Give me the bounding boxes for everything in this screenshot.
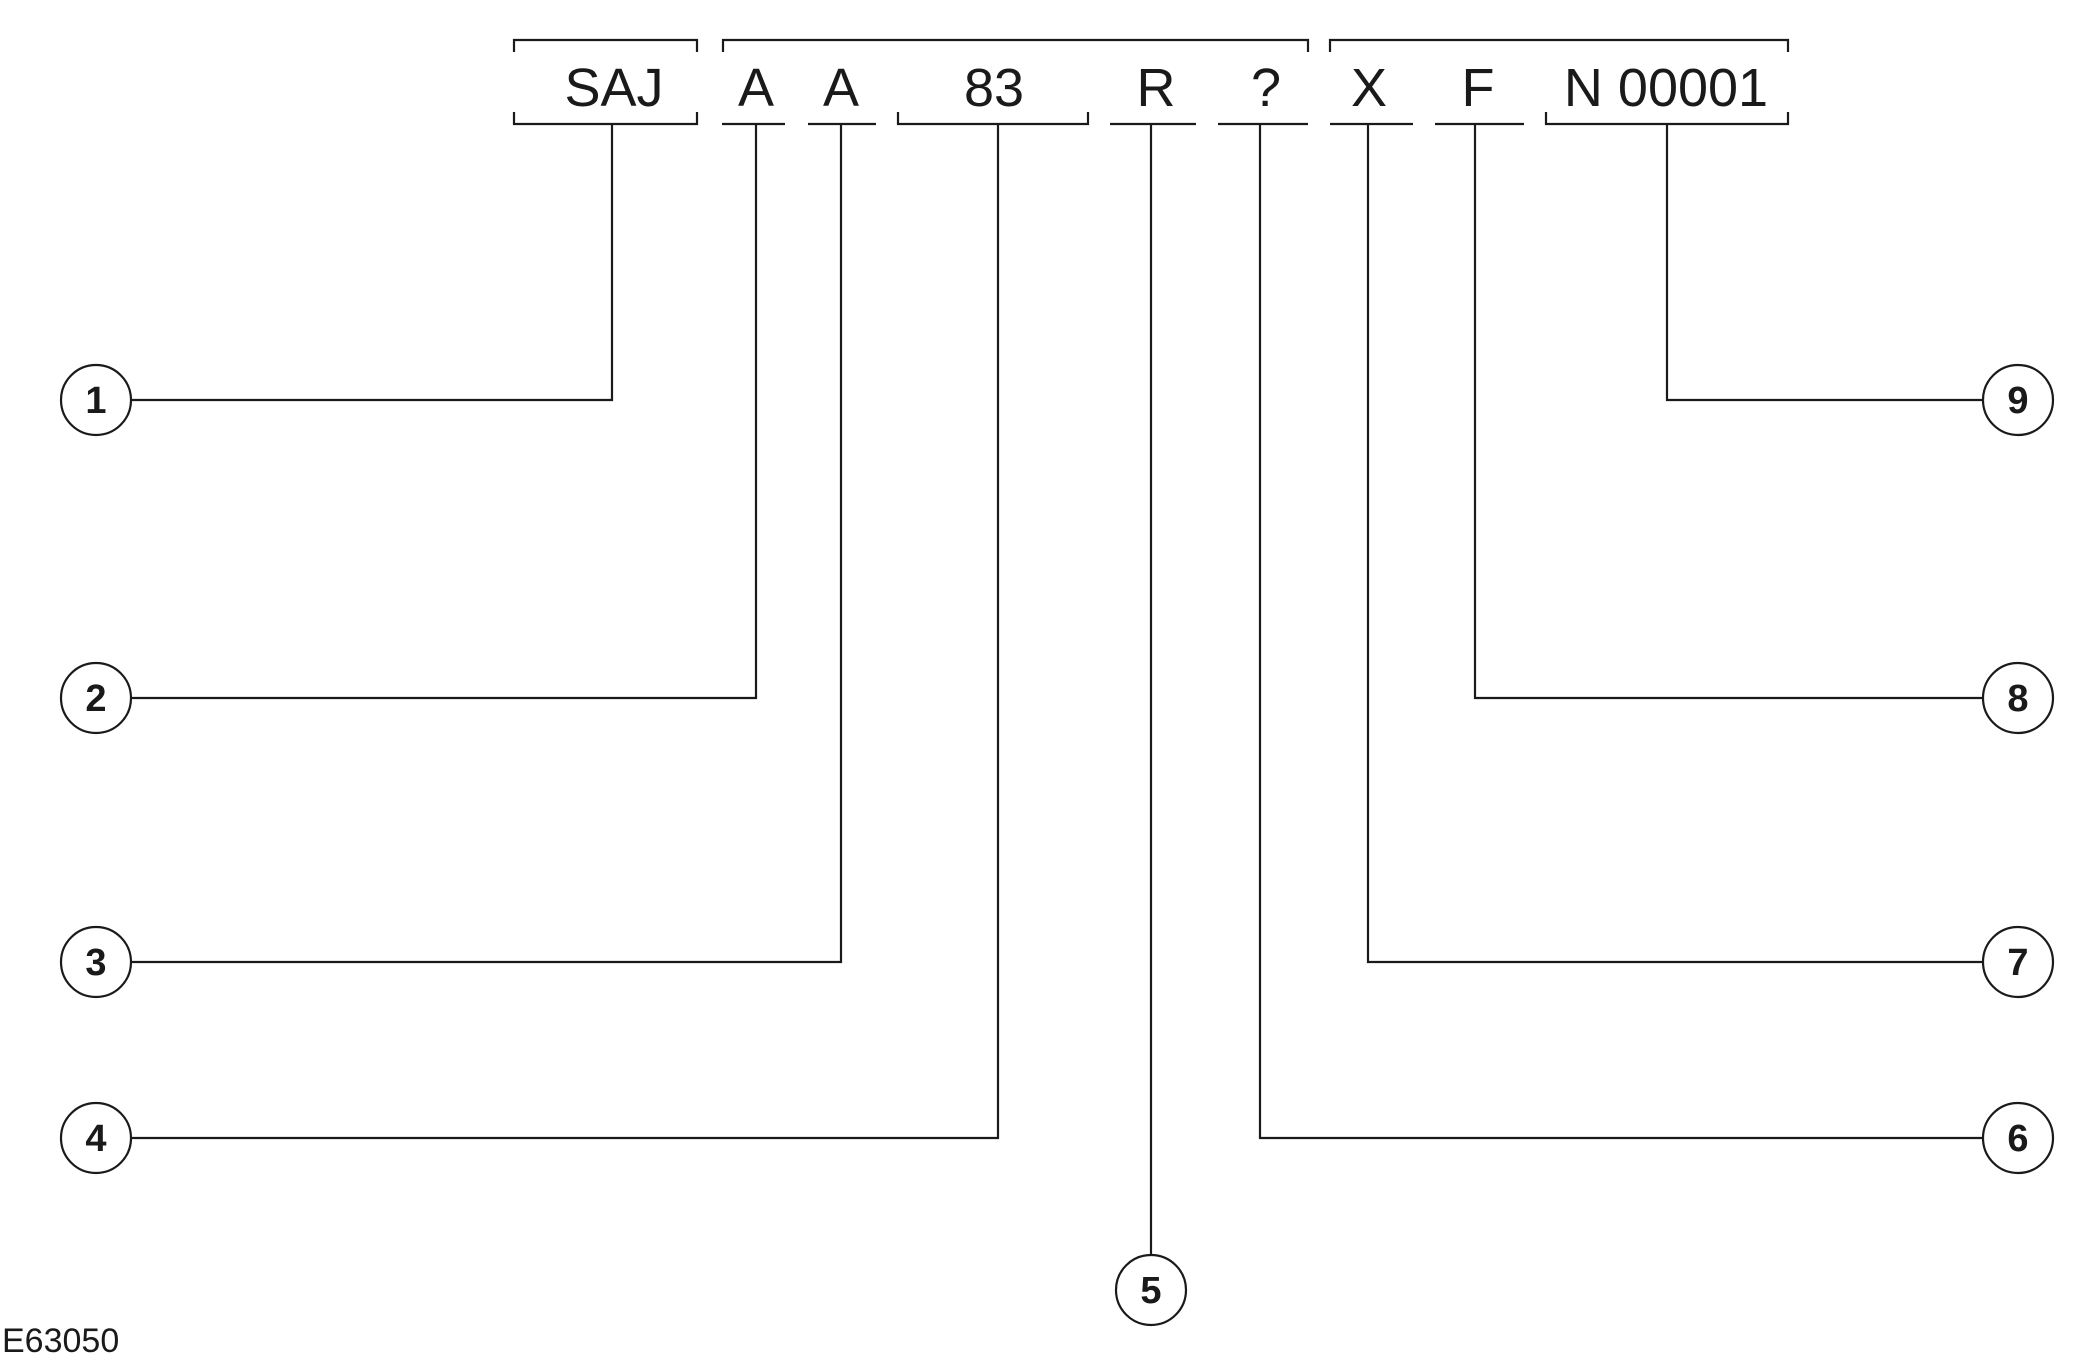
- callout-7: 7: [1981, 925, 2055, 999]
- segment-s6: ?: [1251, 58, 1281, 118]
- callout-circle-7: [1981, 925, 2055, 999]
- underline-s4: [896, 112, 1090, 126]
- callout-number-1: 1: [85, 380, 106, 422]
- callout-number-4: 4: [85, 1118, 106, 1160]
- segment-s5: R: [1137, 58, 1176, 118]
- callout-circle-6: [1981, 1101, 2055, 1175]
- segment-s7: X: [1351, 58, 1387, 118]
- segment-s3: A: [823, 58, 859, 118]
- segment-s8: F: [1462, 58, 1495, 118]
- callout-1: 1: [59, 363, 133, 437]
- callout-4: 4: [59, 1101, 133, 1175]
- callout-9: 9: [1981, 363, 2055, 437]
- leader-4: [130, 124, 1000, 1140]
- callout-number-6: 6: [2007, 1118, 2028, 1160]
- bracket-group: [512, 38, 1790, 52]
- callout-8: 8: [1981, 661, 2055, 735]
- callout-number-2: 2: [85, 678, 106, 720]
- callout-5: 5: [1114, 1253, 1188, 1327]
- underline-s1: [512, 112, 699, 126]
- leader-8: [1473, 124, 1984, 700]
- segment-s1: SAJ: [564, 58, 663, 118]
- vin-segments: SAJ A A 83 R ? X F N 00001: [564, 58, 1768, 118]
- callout-circle-9: [1981, 363, 2055, 437]
- leader-1: [130, 124, 614, 402]
- leader-3: [130, 124, 843, 964]
- callout-circle-4: [59, 1101, 133, 1175]
- callout-number-3: 3: [85, 942, 106, 984]
- leader-9: [1665, 124, 1984, 402]
- callout-number-8: 8: [2007, 678, 2028, 720]
- leader-lines: [130, 124, 1984, 1256]
- callout-circle-1: [59, 363, 133, 437]
- callout-number-7: 7: [2007, 942, 2028, 984]
- leader-7: [1366, 124, 1984, 964]
- callout-2: 2: [59, 661, 133, 735]
- callout-number-5: 5: [1140, 1270, 1161, 1312]
- figure-id: E63050: [2, 1322, 119, 1360]
- callout-circle-5: [1114, 1253, 1188, 1327]
- segment-s9: N 00001: [1564, 58, 1768, 118]
- callout-3: 3: [59, 925, 133, 999]
- bracket-s1-top: [512, 38, 699, 52]
- callout-circle-8: [1981, 661, 2055, 735]
- segment-s2: A: [738, 58, 774, 118]
- callout-circle-2: [59, 661, 133, 735]
- callout-circle-3: [59, 925, 133, 999]
- callout-6: 6: [1981, 1101, 2055, 1175]
- bracket-vds-top: [721, 38, 1310, 52]
- bracket-vis-top: [1328, 38, 1790, 52]
- callout-number-9: 9: [2007, 380, 2028, 422]
- leader-2: [130, 124, 758, 700]
- callouts: 1 2 3 4 5 6 7 8: [59, 363, 2055, 1327]
- leader-6: [1258, 124, 1984, 1140]
- segment-s4: 83: [964, 58, 1024, 118]
